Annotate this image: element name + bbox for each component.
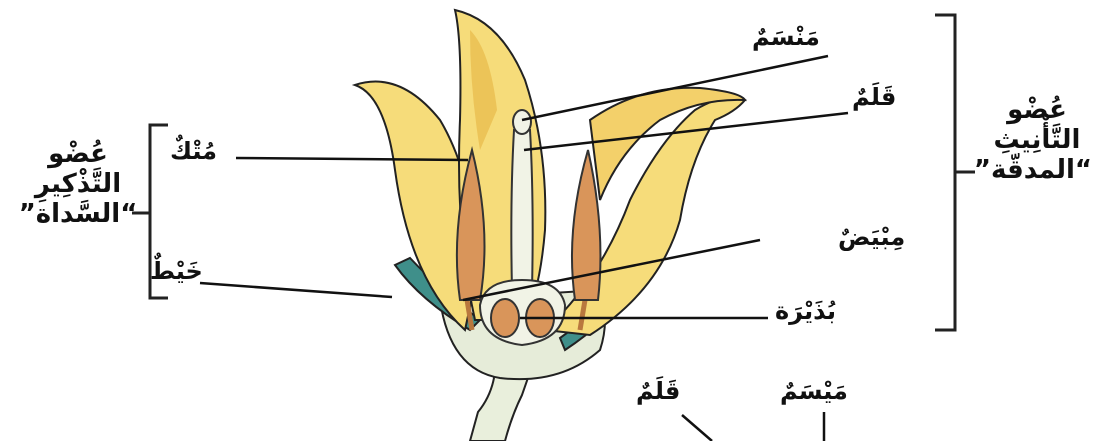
- group-female-line1: عُضْو: [982, 96, 1092, 126]
- label-style-bottom: قَلَمٌ: [636, 378, 680, 406]
- label-stigma: مَنْسَمٌ: [752, 24, 820, 52]
- label-anther: مُتْكٌ: [170, 138, 217, 166]
- group-female-line2: التَّأْنِيثِ: [982, 126, 1092, 156]
- pistil-style: [511, 130, 532, 290]
- bracket-female: [935, 15, 975, 330]
- ovule-left: [491, 299, 519, 337]
- leader-style-bottom: [682, 415, 712, 441]
- group-male-line3: “السَّداة”: [18, 200, 138, 230]
- group-male-line2: التَّذْكِيرِ: [18, 170, 138, 200]
- pistil-stigma: [513, 110, 531, 134]
- label-filament: خَيْطٌ: [150, 258, 203, 286]
- group-female-line3: “المدقّة”: [982, 156, 1092, 186]
- group-male: عُضْو التَّذْكِيرِ “السَّداة”: [18, 140, 138, 230]
- stem: [470, 372, 530, 441]
- label-ovule: بُذَيْرَة: [775, 298, 836, 326]
- label-style: قَلَمٌ: [852, 84, 896, 112]
- label-ovary: مِبْيَضٌ: [838, 224, 905, 252]
- group-male-line1: عُضْو: [18, 140, 138, 170]
- leader-filament: [200, 283, 392, 297]
- group-female: عُضْو التَّأْنِيثِ “المدقّة”: [982, 96, 1092, 186]
- label-stigma-bottom: مَيْسَمٌ: [780, 378, 848, 406]
